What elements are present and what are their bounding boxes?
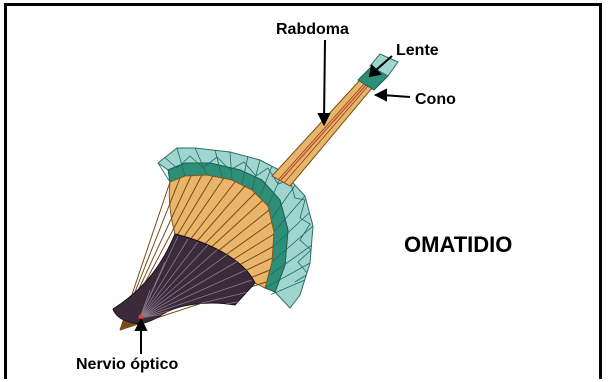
label-lente: Lente <box>396 42 439 60</box>
diagram-title: OMATIDIO <box>404 232 512 258</box>
label-rabdoma: Rabdoma <box>276 21 349 39</box>
label-cono: Cono <box>415 91 456 109</box>
label-nervio-optico: Nervio óptico <box>76 356 178 374</box>
